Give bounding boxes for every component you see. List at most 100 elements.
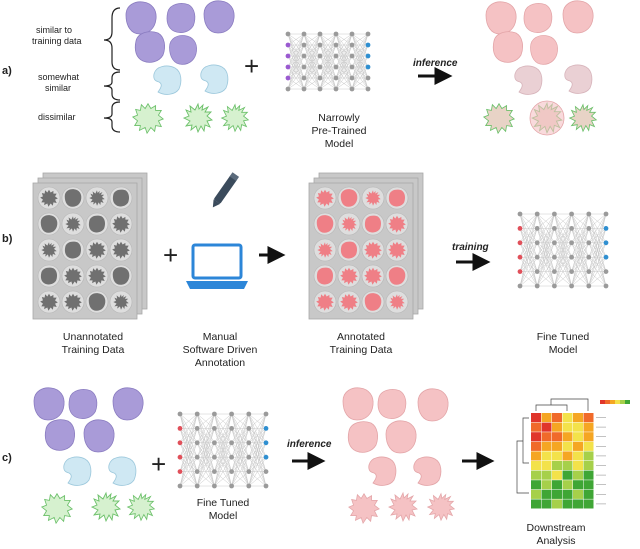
network-edge (214, 413, 232, 472)
plate-cell (40, 215, 58, 233)
network-edge (231, 442, 250, 487)
predicted-cell (348, 493, 380, 524)
network-node (229, 483, 235, 489)
plate-cell (316, 215, 334, 233)
predicted-cell (427, 493, 455, 521)
network-edge (179, 413, 198, 429)
predicted-cell (562, 0, 594, 34)
network-edge (248, 413, 267, 443)
network-edge (335, 55, 353, 90)
plate-cell (340, 241, 358, 259)
heatmap-cell (531, 480, 541, 490)
plate-cell (112, 267, 130, 285)
network-edge (214, 457, 232, 487)
network-node (534, 240, 540, 246)
somewhat-similar-cell (63, 456, 92, 486)
network-node (365, 31, 371, 37)
heatmap-cell (552, 413, 562, 423)
network-node (177, 483, 183, 489)
group-label-somewhat-line2: similar (45, 83, 71, 93)
network-edge (319, 66, 337, 90)
network-edge (519, 213, 538, 287)
network-edge (287, 33, 305, 68)
plus-sign-b: + (163, 240, 178, 270)
network-node (586, 283, 592, 289)
panel-a-predicted-cells (483, 0, 597, 136)
heatmap-cell (562, 499, 573, 509)
network-edge (519, 271, 538, 287)
manual-label-line1: Manual (203, 331, 237, 343)
network-edge (231, 428, 250, 487)
network-node (534, 269, 540, 274)
network-node (212, 440, 217, 446)
network-edge (536, 213, 555, 243)
network-edge (287, 44, 305, 90)
network-node (177, 454, 183, 460)
heatmap-cell (531, 499, 541, 509)
network-node (569, 254, 574, 260)
manual-label-line3: Annotation (195, 357, 245, 369)
heatmap-cell (531, 432, 541, 442)
network-edge (248, 442, 267, 487)
heatmap-cell (583, 451, 594, 461)
heatmap-cell (573, 432, 583, 442)
network-edge (197, 471, 215, 487)
predicted-cell (388, 492, 418, 522)
network-node (586, 254, 592, 260)
heatmap-cell (573, 480, 583, 490)
plate-cell (340, 189, 358, 207)
network-node (229, 469, 235, 474)
network-edge (287, 66, 305, 90)
network-node (517, 226, 523, 231)
network-node (177, 469, 183, 474)
network-node (349, 75, 355, 81)
network-node (301, 31, 307, 37)
analysis-label-line2: Analysis (536, 535, 575, 547)
plus-sign-a: + (244, 51, 259, 81)
network-node (263, 426, 269, 431)
network-edge (519, 228, 538, 287)
network-node (263, 469, 269, 474)
network-node (333, 75, 339, 81)
heatmap-key-swatch (615, 400, 620, 404)
network-node (285, 53, 291, 59)
heatmap-key-swatch (605, 400, 610, 404)
network-edge (248, 413, 267, 429)
heatmap-cell (541, 422, 552, 432)
heatmap-cell (562, 489, 573, 499)
network-edge (588, 271, 607, 287)
network-node (263, 454, 269, 460)
network-node (317, 64, 323, 70)
network-node (317, 53, 323, 59)
similar-cell (169, 35, 198, 65)
network-edge (588, 228, 607, 287)
network-edge (335, 44, 353, 90)
network-node (246, 426, 252, 431)
inference-label-c: inference (287, 439, 332, 450)
network-node (586, 226, 592, 231)
plate-cell (64, 241, 82, 259)
network-edge (351, 33, 369, 90)
network-node (586, 211, 592, 217)
network-edge (519, 213, 538, 229)
network-node (301, 86, 307, 92)
heatmap-cell (562, 451, 573, 461)
network-edge (588, 213, 607, 243)
network-edge (214, 471, 232, 487)
dissimilar-cell (132, 103, 164, 134)
panel-c-label: c) (2, 452, 12, 464)
model-c-label-line1: Fine Tuned (197, 497, 250, 509)
network-edge (196, 413, 215, 472)
network-node (263, 411, 269, 417)
model-a-label-line3: Model (325, 138, 354, 150)
network-edge (519, 213, 538, 272)
heatmap-cell (583, 432, 594, 442)
network-edge (248, 457, 267, 487)
network-node (194, 426, 200, 431)
network-node (194, 469, 200, 474)
network-node (365, 75, 371, 81)
network-node (285, 64, 291, 70)
plate-cell (316, 267, 334, 285)
predicted-cell (492, 31, 524, 63)
network-edge (319, 44, 337, 90)
